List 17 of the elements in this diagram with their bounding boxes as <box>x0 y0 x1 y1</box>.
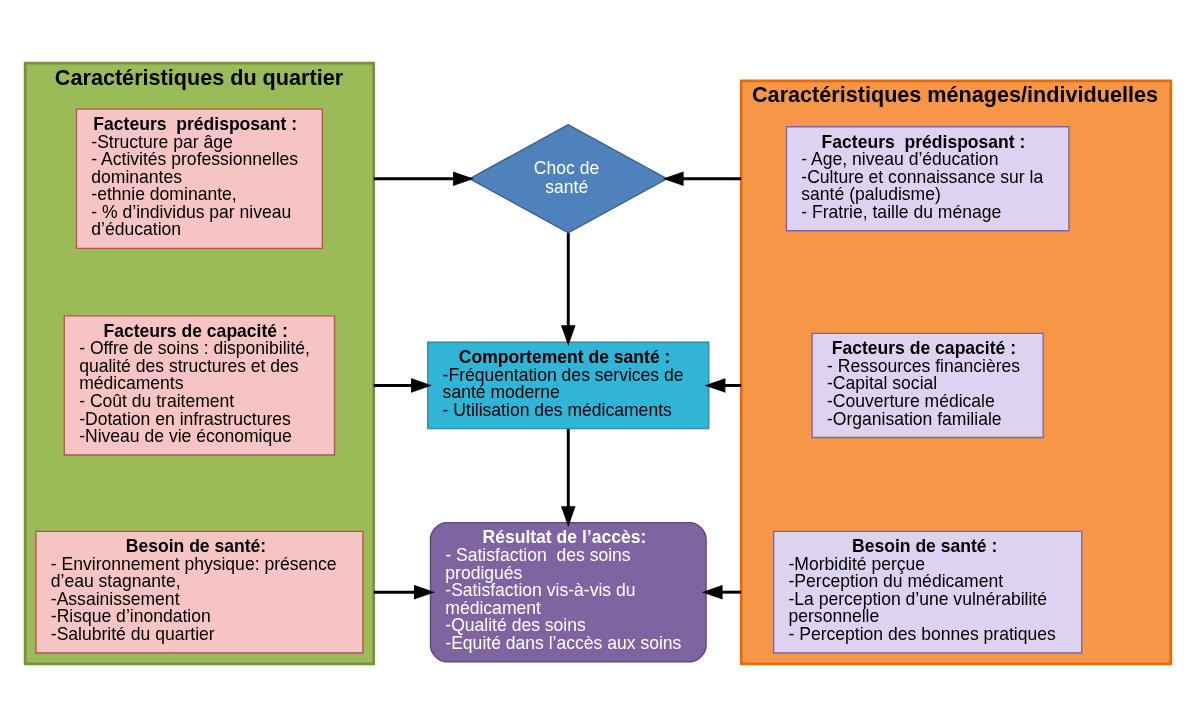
arrow <box>560 429 576 527</box>
node-box: Facteurs prédisposant : -Structure par âge - Activités professionnelles dominantes -ethnie dominante, - % d’individus par niveau d’éducation <box>75 108 324 249</box>
node-box: Facteurs de capacité : - Offre de soins : disponibilité, qualité des structures et des médicaments - Coût du traitement -Dotation en infrastructures -Niveau de vie économique <box>63 315 336 456</box>
node-box: Besoin de santé : -Morbidité perçue -Perception du médicament -La perception d’une vulnérabilité personnelle - Perception des bonnes pratiques <box>772 530 1083 654</box>
arrow <box>704 378 742 393</box>
node-box: Résultat de l’accès: - Satisfaction des soins prodigués -Satisfaction vis-à-vis du médicament -Qualité des soins -Equité dans l’accès aux soins <box>429 521 707 663</box>
node-box: Besoin de santé: - Environnement physique: présence d’eau stagnante, -Assainissement -Risque d’inondation -Salubrité du quartier <box>35 530 364 654</box>
node-box: Comportement de santé : -Fréquentation des services de santé moderne - Utilisation des médicaments <box>427 341 710 430</box>
arrow <box>373 378 432 393</box>
arrow <box>701 584 742 600</box>
node-diamond: Choc de santé <box>468 123 669 234</box>
arrow <box>373 171 474 187</box>
arrow <box>662 171 742 187</box>
arrow <box>373 584 435 600</box>
arrow <box>560 233 576 347</box>
node-box: Facteurs prédisposant : - Age, niveau d’éducation -Culture et connaissance sur la santé (paludisme) - Fratrie, taille du ménage <box>785 126 1070 232</box>
node-box: Facteurs de capacité : - Ressources financières -Capital social -Couverture médicale -Organisation familiale <box>811 332 1044 439</box>
